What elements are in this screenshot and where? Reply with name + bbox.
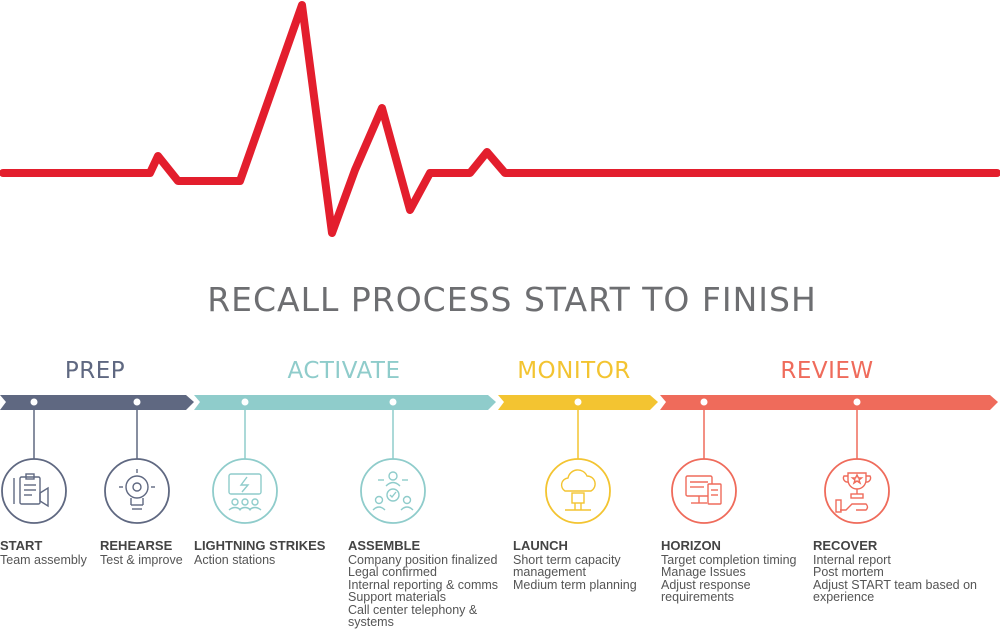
step-node-horizon bbox=[671, 397, 737, 524]
team-check-icon bbox=[372, 471, 414, 511]
step-start: START Team assembly bbox=[0, 538, 87, 567]
step-detail: requirements bbox=[661, 590, 734, 604]
step-node-rehearse bbox=[104, 397, 170, 524]
heartbeat-polyline bbox=[0, 1, 1000, 237]
phase-arrow-prep bbox=[0, 395, 194, 410]
phase-arrow-review bbox=[660, 395, 998, 410]
step-detail: Action stations bbox=[194, 552, 276, 567]
step-detail: Adjust response bbox=[661, 577, 751, 592]
step-detail: Adjust START team based on bbox=[813, 577, 977, 592]
step-detail: Post mortem bbox=[813, 565, 884, 579]
monitor-documents-icon bbox=[685, 475, 722, 505]
step-node-start bbox=[1, 397, 67, 524]
step-title: LIGHTNING STRIKES bbox=[194, 538, 326, 553]
step-title: ASSEMBLE bbox=[348, 538, 421, 553]
step-title: START bbox=[0, 538, 43, 553]
step-node-lightning-strikes bbox=[212, 397, 278, 524]
step-detail: management bbox=[513, 565, 586, 579]
step-node-launch bbox=[545, 397, 611, 524]
step-lightning-strikes: LIGHTNING STRIKES Action stations bbox=[194, 538, 326, 567]
step-launch: LAUNCH Short term capacity management Me… bbox=[513, 538, 637, 592]
timeline-diagram bbox=[0, 395, 998, 524]
step-detail: Company position finalized bbox=[348, 552, 498, 567]
heartbeat-line bbox=[0, 1, 1000, 237]
step-detail: experience bbox=[813, 590, 875, 604]
cloud-chip-icon bbox=[560, 469, 596, 511]
step-title: RECOVER bbox=[813, 538, 878, 553]
phase-label-monitor: MONITOR bbox=[517, 358, 631, 384]
step-detail: Call center telephony & bbox=[348, 602, 478, 617]
step-detail: Team assembly bbox=[0, 552, 87, 567]
step-horizon: HORIZON Target completion timing Manage … bbox=[661, 538, 797, 604]
clipboard-megaphone-icon bbox=[13, 473, 49, 508]
step-detail: Test & improve bbox=[100, 552, 183, 567]
lightbulb-gear-icon bbox=[119, 469, 155, 510]
step-detail: Short term capacity bbox=[513, 552, 621, 567]
page-title: RECALL PROCESS START TO FINISH bbox=[207, 280, 817, 319]
step-detail: Internal reporting & comms bbox=[348, 577, 499, 592]
phase-label-review: REVIEW bbox=[780, 358, 874, 384]
step-node-assemble bbox=[360, 397, 426, 524]
lightning-chat-icon bbox=[228, 473, 262, 511]
phase-arrow-activate bbox=[194, 395, 496, 410]
step-detail: Legal confirmed bbox=[348, 565, 437, 579]
step-detail: Internal report bbox=[813, 552, 891, 567]
step-detail: systems bbox=[348, 615, 394, 629]
step-recover: RECOVER Internal report Post mortem Adju… bbox=[813, 538, 977, 604]
step-title: LAUNCH bbox=[513, 538, 568, 553]
phase-label-activate: ACTIVATE bbox=[287, 358, 401, 384]
step-title: REHEARSE bbox=[100, 538, 173, 553]
step-title: HORIZON bbox=[661, 538, 721, 553]
step-detail: Medium term planning bbox=[513, 577, 637, 592]
step-detail: Target completion timing bbox=[661, 552, 797, 567]
step-detail: Support materials bbox=[348, 590, 446, 604]
step-detail: Manage Issues bbox=[661, 565, 746, 579]
step-assemble: ASSEMBLE Company position finalized Lega… bbox=[348, 538, 499, 629]
phase-label-prep: PREP bbox=[64, 358, 126, 384]
step-rehearse: REHEARSE Test & improve bbox=[100, 538, 183, 567]
trophy-hand-icon bbox=[835, 472, 872, 513]
